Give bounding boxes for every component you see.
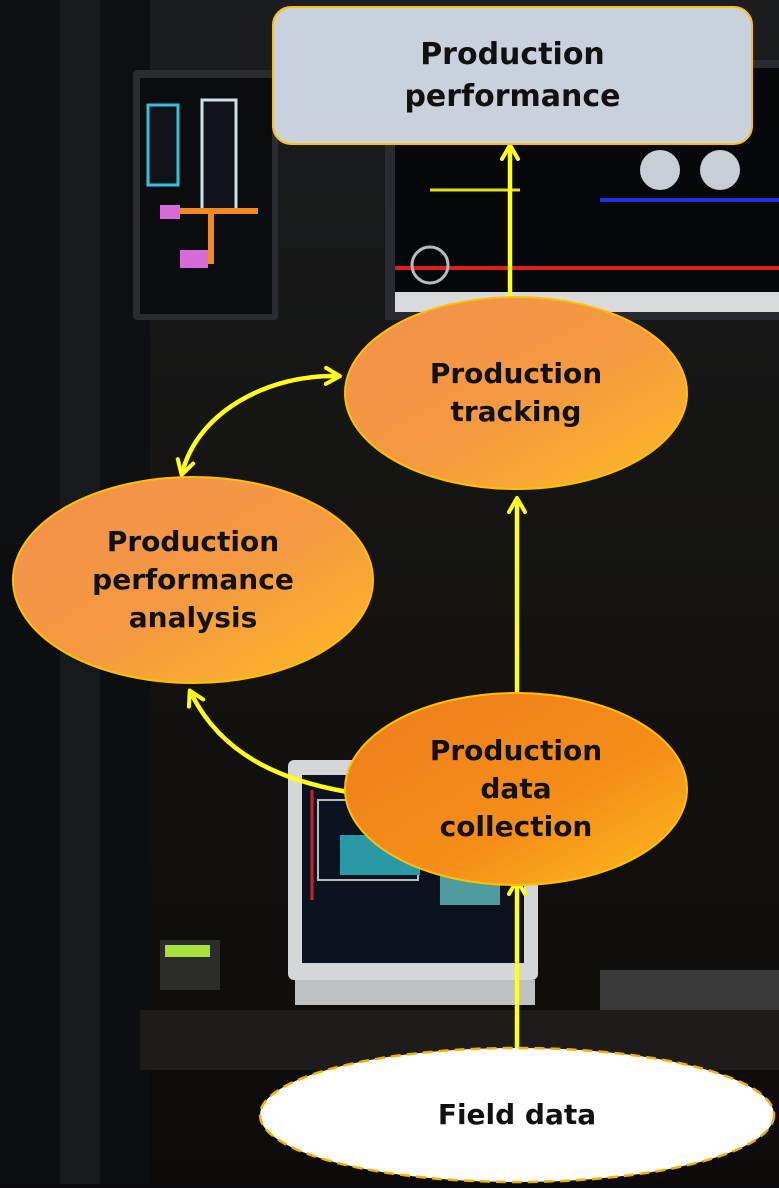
node-production-tracking-label: Production tracking (429, 357, 603, 428)
node-production-performance-label: Production performance (404, 36, 621, 114)
node-production-data-collection-shape (344, 692, 688, 886)
nodes (12, 6, 776, 1184)
edges (175, 143, 527, 1050)
edge-tracking-analysis-bidirectional (175, 365, 342, 477)
node-field-data-shape (258, 1046, 776, 1184)
node-production-tracking-shape (344, 296, 688, 490)
node-field-data: Field data (260, 1048, 774, 1182)
node-production-performance-analysis-shape (12, 476, 374, 684)
node-production-data-collection-label: Production data collection (429, 734, 603, 843)
node-field-data-label: Field data (437, 1098, 597, 1131)
node-production-performance-box (272, 6, 753, 145)
node-production-performance-analysis: Production performance analysis (13, 477, 373, 683)
edge-collection-to-analysis (186, 688, 351, 795)
node-production-data-collection: Production data collection (345, 693, 687, 885)
node-production-tracking: Production tracking (345, 297, 687, 489)
node-production-performance-analysis-label: Production performance analysis (92, 525, 294, 634)
node-production-performance: Production performance (273, 7, 752, 144)
